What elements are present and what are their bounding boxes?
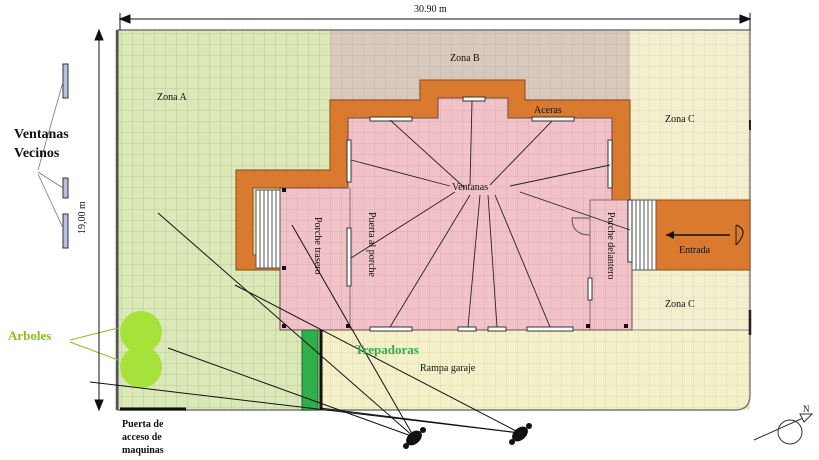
climbers-bed [301, 329, 319, 411]
width-label: 30.90 m [414, 4, 447, 15]
puerta-al-porche-text: Puerta al porche [366, 212, 377, 277]
height-dimension-line [94, 28, 104, 412]
tree-leader-lines [69, 327, 119, 361]
zone-b-label: Zona B [450, 53, 480, 64]
ventanas-label: Ventanas [452, 182, 489, 193]
north-label: N [803, 404, 810, 414]
house-interior [279, 97, 633, 331]
puerta-maquinas-line1: Puerta de [122, 419, 164, 430]
porche-trasero-label: Porche trasero [312, 217, 323, 275]
width-dimension-line [118, 13, 752, 30]
puerta-maquinas-line2: acceso de [122, 432, 162, 443]
neighbour-leader-lines [37, 81, 64, 229]
entrada-label: Entrada [679, 245, 711, 256]
back-steps [255, 189, 281, 269]
porche-delantero-label: Porche delantero [605, 212, 616, 280]
sight-lines [89, 212, 521, 438]
ventanas-vecinos-line2: Vecinos [14, 146, 60, 161]
neighbour-windows [62, 63, 69, 249]
zone-a-label: Zona A [157, 92, 187, 103]
north-arrow-icon [753, 413, 814, 445]
ventanas-vecinos-line1: Ventanas [14, 127, 69, 142]
garage-ramp-area [322, 329, 750, 410]
arboles-label: Arboles [8, 328, 52, 343]
trepadoras-label: Trepadoras [355, 342, 419, 357]
front-steps [631, 199, 657, 271]
puerta-maquinas-line3: maquinas [122, 445, 164, 456]
zone-c-top-label: Zona C [665, 114, 695, 125]
zone-c-bottom-label: Zona C [665, 299, 695, 310]
aceras-label: Aceras [534, 105, 562, 116]
house-windows [346, 96, 633, 332]
height-label: 19,00 m [77, 201, 88, 234]
porch-posts [282, 188, 628, 328]
rampa-garaje-label: Rampa garaje [420, 363, 476, 374]
window-leader-lines [350, 100, 631, 328]
viewpoint-markers [403, 423, 532, 449]
trees [120, 311, 162, 388]
lot-boundary [117, 29, 751, 411]
